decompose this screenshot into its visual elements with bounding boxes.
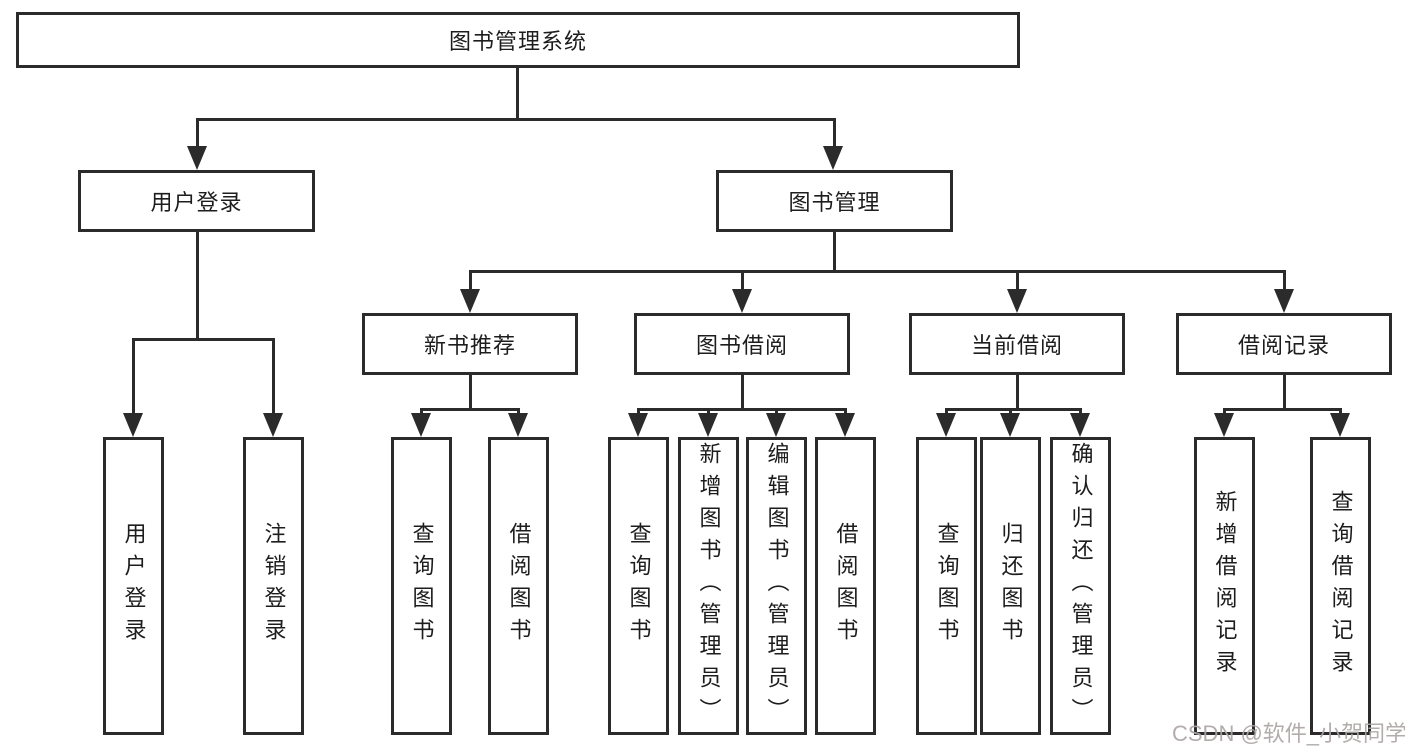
node-book-borrowing: 图书借阅 bbox=[634, 313, 850, 375]
node-label: 图书管理 bbox=[788, 190, 881, 215]
arrowhead-icon bbox=[1070, 413, 1090, 437]
leaf-borrow-books-recommend: 借阅图书 bbox=[488, 437, 549, 735]
node-label: 借阅图书 bbox=[506, 522, 532, 650]
node-label: 归还图书 bbox=[998, 522, 1024, 650]
connector-line bbox=[1283, 375, 1286, 411]
leaf-logout: 注销登录 bbox=[243, 437, 304, 735]
arrowhead-icon bbox=[628, 413, 648, 437]
node-borrow-records: 借阅记录 bbox=[1176, 313, 1392, 375]
connector-line bbox=[469, 270, 1286, 273]
node-book-management: 图书管理 bbox=[716, 170, 953, 232]
arrowhead-icon bbox=[823, 146, 843, 170]
node-label: 用户登录 bbox=[121, 522, 147, 650]
arrowhead-icon bbox=[698, 413, 718, 437]
node-label: 查询图书 bbox=[626, 522, 652, 650]
connector-line bbox=[516, 68, 519, 121]
node-label: 查询图书 bbox=[934, 522, 960, 650]
connector-line bbox=[132, 338, 275, 341]
leaf-add-borrow-record: 新增借阅记录 bbox=[1194, 437, 1255, 735]
connector-line bbox=[637, 408, 847, 411]
leaf-borrow-books-borrowing: 借阅图书 bbox=[815, 437, 876, 735]
leaf-return-books: 归还图书 bbox=[980, 437, 1041, 735]
arrowhead-icon bbox=[263, 413, 283, 437]
node-label: 新书推荐 bbox=[423, 333, 516, 358]
connector-line bbox=[196, 118, 836, 121]
node-label: 编辑图书（管理员） bbox=[764, 442, 790, 730]
node-label: 新增图书（管理员） bbox=[696, 442, 722, 730]
connector-line bbox=[833, 232, 836, 273]
arrowhead-icon bbox=[936, 413, 956, 437]
node-label: 借阅记录 bbox=[1237, 333, 1330, 358]
connector-line bbox=[196, 118, 199, 150]
node-label: 图书管理系统 bbox=[448, 29, 587, 54]
connector-line bbox=[469, 270, 472, 292]
node-label: 图书借阅 bbox=[695, 333, 788, 358]
node-current-borrowing: 当前借阅 bbox=[909, 313, 1125, 375]
node-label: 用户登录 bbox=[150, 190, 243, 215]
leaf-confirm-return-admin: 确认归还（管理员） bbox=[1050, 437, 1111, 735]
connector-line bbox=[741, 375, 744, 411]
connector-line bbox=[741, 270, 744, 292]
arrowhead-icon bbox=[1274, 289, 1294, 313]
leaf-add-book-admin: 新增图书（管理员） bbox=[678, 437, 739, 735]
connector-line bbox=[469, 375, 472, 411]
watermark-text: CSDN @软件_小贺同学 bbox=[1172, 721, 1405, 746]
arrowhead-icon bbox=[835, 413, 855, 437]
connector-line bbox=[1016, 375, 1019, 411]
connector-line bbox=[1223, 408, 1342, 411]
node-label: 借阅图书 bbox=[833, 522, 859, 650]
arrowhead-icon bbox=[1007, 289, 1027, 313]
node-label: 确认归还（管理员） bbox=[1068, 442, 1094, 730]
connector-line bbox=[196, 232, 199, 341]
arrowhead-icon bbox=[187, 146, 207, 170]
arrowhead-icon bbox=[1000, 413, 1020, 437]
leaf-query-books-recommend: 查询图书 bbox=[391, 437, 452, 735]
node-user-login: 用户登录 bbox=[78, 170, 315, 232]
connector-line bbox=[833, 118, 836, 150]
arrowhead-icon bbox=[1330, 413, 1350, 437]
connector-line bbox=[132, 338, 135, 418]
arrowhead-icon bbox=[508, 413, 528, 437]
leaf-query-books-current: 查询图书 bbox=[916, 437, 977, 735]
arrowhead-icon bbox=[732, 289, 752, 313]
leaf-edit-book-admin: 编辑图书（管理员） bbox=[746, 437, 807, 735]
node-root: 图书管理系统 bbox=[16, 12, 1020, 68]
leaf-query-borrow-record: 查询借阅记录 bbox=[1310, 437, 1371, 735]
connector-line bbox=[420, 408, 520, 411]
arrowhead-icon bbox=[460, 289, 480, 313]
node-label: 注销登录 bbox=[261, 522, 287, 650]
connector-line bbox=[1283, 270, 1286, 292]
arrowhead-icon bbox=[123, 413, 143, 437]
connector-line bbox=[1016, 270, 1019, 292]
arrowhead-icon bbox=[411, 413, 431, 437]
node-new-book-recommend: 新书推荐 bbox=[362, 313, 578, 375]
connector-line bbox=[272, 338, 275, 418]
node-label: 查询借阅记录 bbox=[1328, 490, 1354, 682]
node-label: 查询图书 bbox=[409, 522, 435, 650]
arrowhead-icon bbox=[766, 413, 786, 437]
leaf-user-login: 用户登录 bbox=[103, 437, 164, 735]
connector-line bbox=[945, 408, 1082, 411]
node-label: 当前借阅 bbox=[970, 333, 1063, 358]
node-label: 新增借阅记录 bbox=[1212, 490, 1238, 682]
leaf-query-books-borrowing: 查询图书 bbox=[608, 437, 669, 735]
arrowhead-icon bbox=[1214, 413, 1234, 437]
